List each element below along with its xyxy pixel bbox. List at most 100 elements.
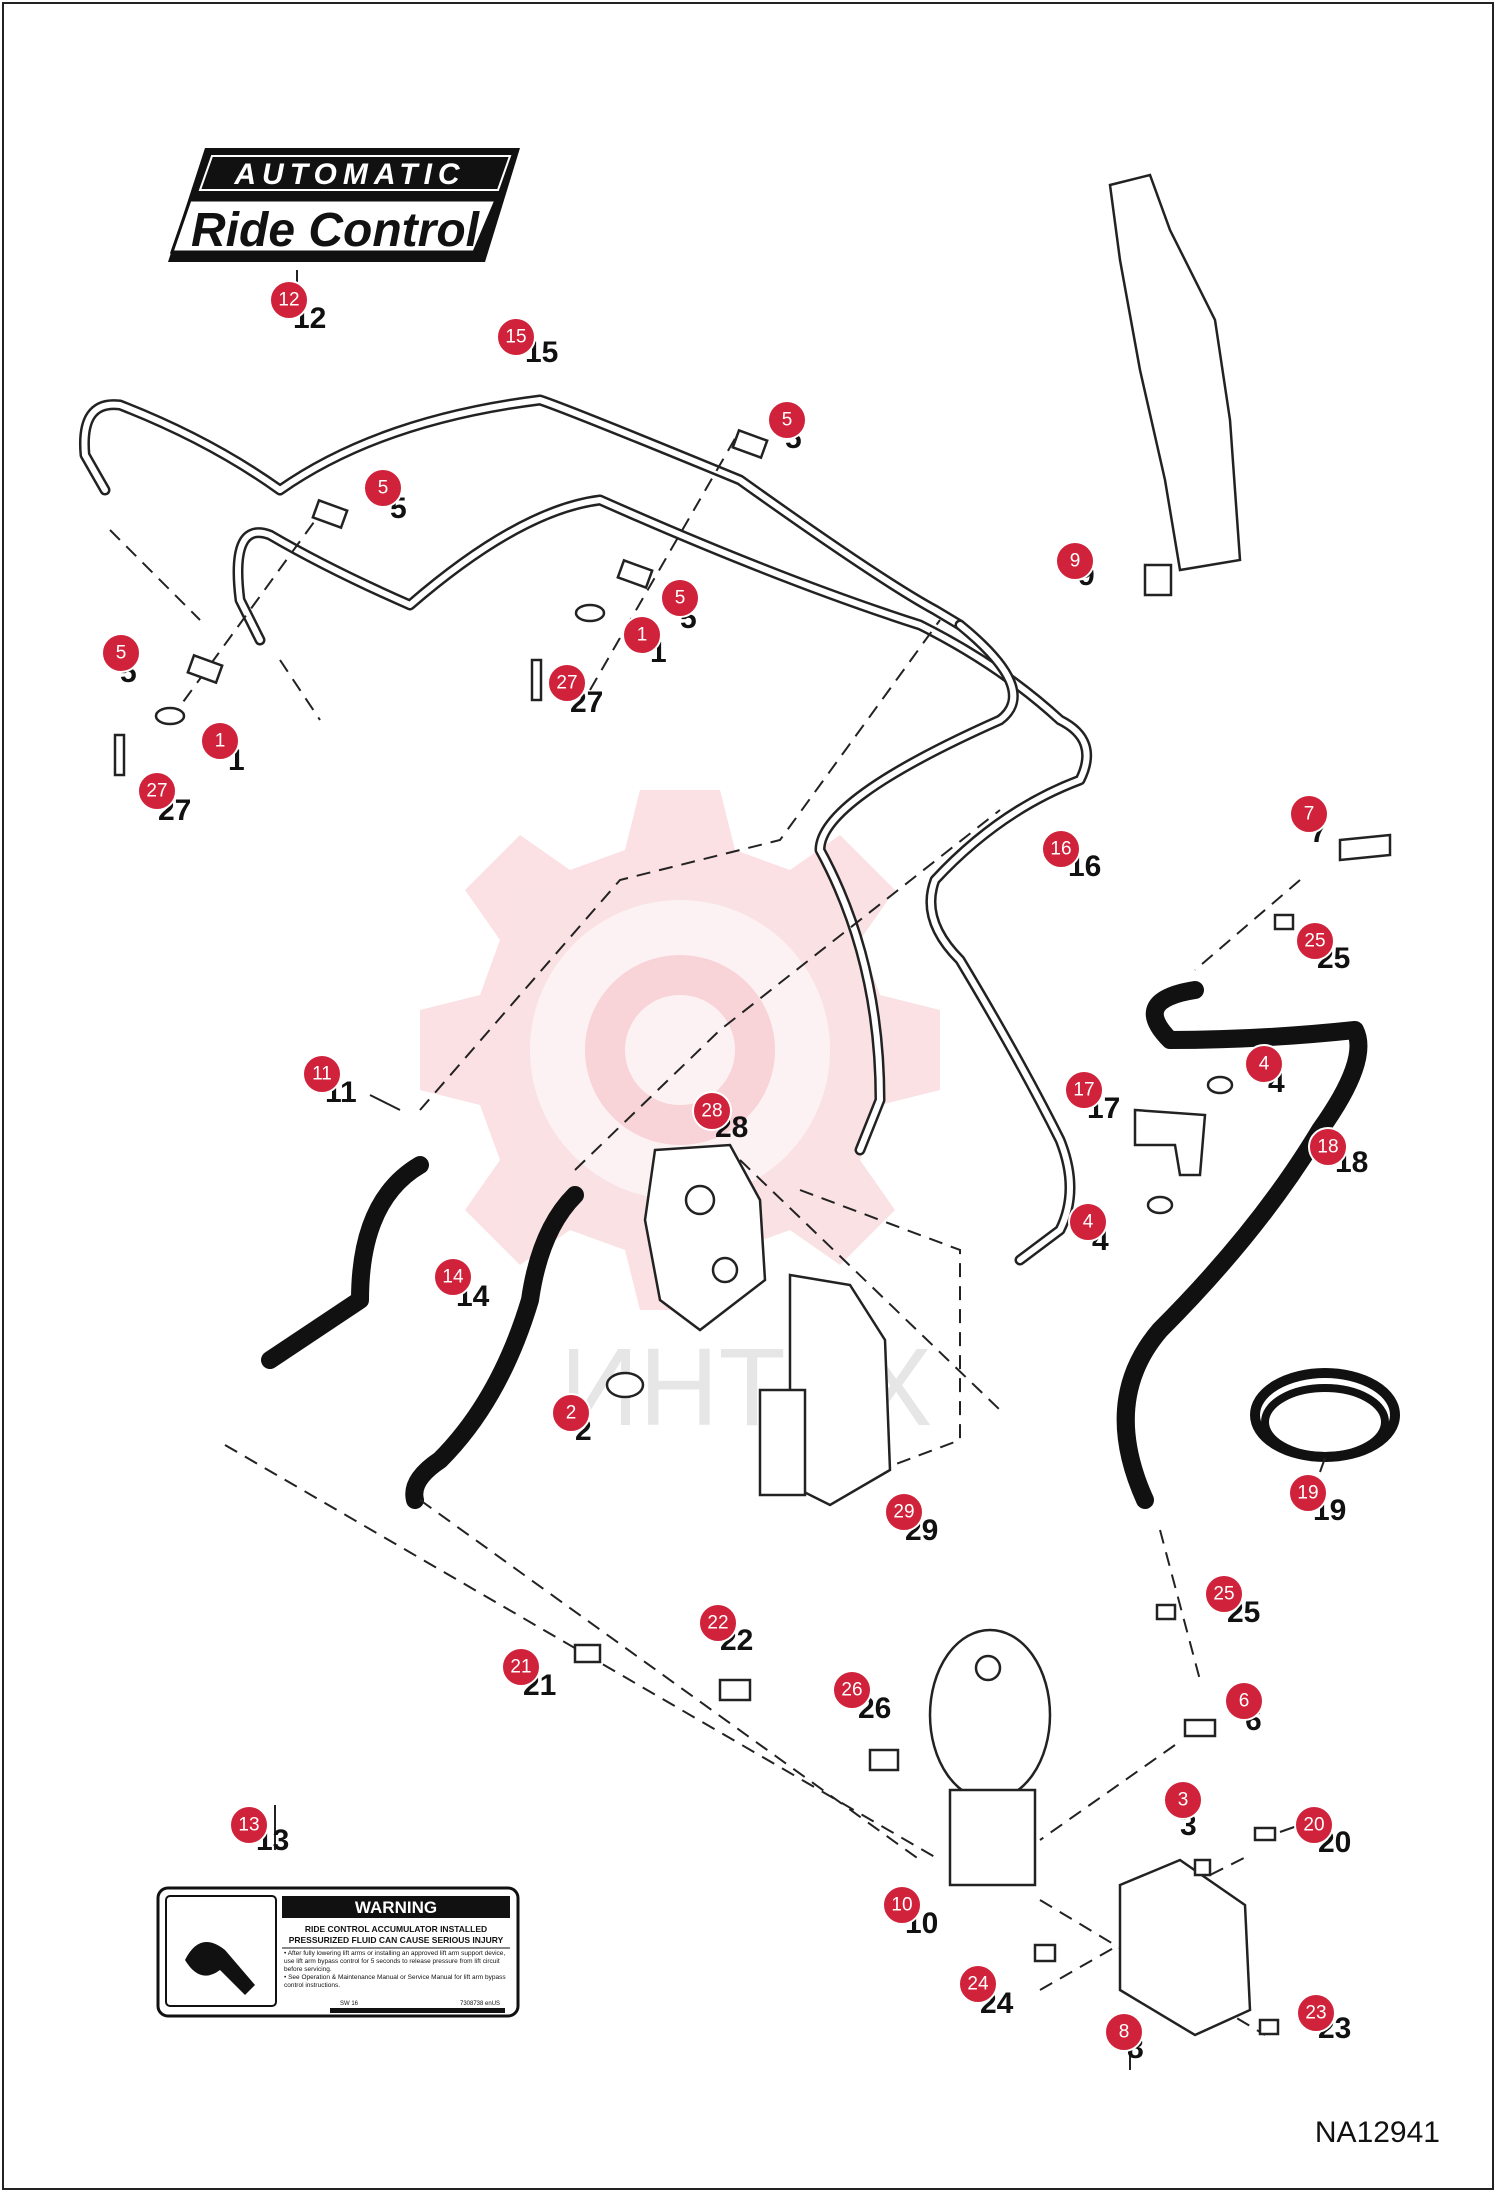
svg-text:21: 21 [510,1657,531,1678]
hose-18 [1116,981,1368,1509]
svg-text:29: 29 [893,1502,914,1523]
warning-header: WARNING [355,1898,437,1917]
svg-text:8: 8 [1119,2022,1130,2043]
callout-27b[interactable]: 27 [137,771,177,811]
bracket-8 [1118,1858,1252,2037]
svg-text:5: 5 [378,478,389,499]
warning-title-1: RIDE CONTROL ACCUMULATOR INSTALLED [305,1924,487,1934]
hose-11 [261,1156,429,1369]
hose-14 [405,1186,584,1509]
svg-text:17: 17 [1073,1080,1094,1101]
svg-text:18: 18 [1317,1137,1338,1158]
svg-text:20: 20 [1303,1815,1324,1836]
svg-text:12: 12 [278,290,299,311]
callout-11[interactable]: 11 [302,1054,342,1094]
logo-line2: Ride Control [191,204,481,257]
barcode [330,2008,505,2013]
svg-text:5: 5 [116,643,127,664]
svg-text:23: 23 [1305,2003,1326,2024]
warning-bullet-1: • After fully lowering lift arms or inst… [284,1950,506,1973]
callout-20[interactable]: 20 [1294,1805,1334,1845]
callout-18[interactable]: 18 [1308,1127,1348,1167]
callout-23[interactable]: 23 [1296,1993,1336,2033]
tube-15-lower [814,619,1019,1156]
svg-text:6: 6 [1239,1691,1250,1712]
warning-footer-right: 7308738 enUS [460,2001,500,2007]
valve-29 [758,1273,892,1507]
watermark-gear [420,790,940,1310]
small-fittings [113,428,1392,2036]
bracket-part-9 [1108,173,1242,597]
callout-13[interactable]: 13 [229,1805,269,1845]
callout-24[interactable]: 24 [958,1964,998,2004]
svg-text:11: 11 [312,1064,332,1085]
callout-5d[interactable]: 5 [101,633,141,673]
svg-text:5: 5 [675,588,686,609]
hose-coil-19 [1250,1368,1400,1462]
callout-22[interactable]: 22 [698,1603,738,1643]
svg-text:26: 26 [841,1680,862,1701]
svg-text:19: 19 [1297,1483,1318,1504]
svg-text:5: 5 [782,410,793,431]
callout-19[interactable]: 19 [1288,1473,1328,1513]
warning-bullet-2: • See Operation & Maintenance Manual or … [284,1974,506,1989]
hand-spray-icon [185,1942,255,1995]
svg-text:7: 7 [1304,804,1315,825]
drawing-id: NA12941 [1315,2116,1440,2149]
warning-title-2: PRESSURIZED FLUID CAN CAUSE SERIOUS INJU… [289,1935,504,1945]
callout-12[interactable]: 12 [269,280,309,320]
callout-3[interactable]: 3 [1163,1780,1203,1820]
callout-27a[interactable]: 27 [547,663,587,703]
accumulator-10 [928,1628,1052,1887]
callout-2[interactable]: 2 [551,1393,591,1433]
svg-text:15: 15 [505,327,526,348]
svg-text:2: 2 [566,1403,577,1424]
bracket-17 [1133,1108,1207,1177]
callout-29[interactable]: 29 [884,1492,924,1532]
callout-10[interactable]: 10 [882,1885,922,1925]
callout-26[interactable]: 26 [832,1670,872,1710]
ride-control-logo: AUTOMATIC Ride Control [168,148,520,262]
callout-16[interactable]: 16 [1041,829,1081,869]
svg-text:4: 4 [1083,1212,1094,1233]
callout-bubbles: 12 15 5 5 5 5 9 1 1 27 27 16 7 25 11 28 … [101,280,1348,2052]
callout-4a[interactable]: 4 [1244,1044,1284,1084]
callout-25b[interactable]: 25 [1204,1574,1244,1614]
callout-17[interactable]: 17 [1064,1070,1104,1110]
callout-8[interactable]: 8 [1104,2012,1144,2052]
callout-15[interactable]: 15 [496,317,536,357]
callout-25a[interactable]: 25 [1295,921,1335,961]
svg-text:16: 16 [1050,839,1071,860]
callout-9[interactable]: 9 [1055,541,1095,581]
callout-21[interactable]: 21 [501,1647,541,1687]
svg-text:10: 10 [891,1895,912,1916]
callout-4b[interactable]: 4 [1068,1202,1108,1242]
svg-text:1: 1 [215,731,226,752]
svg-text:9: 9 [1070,551,1081,572]
svg-text:4: 4 [1259,1054,1270,1075]
callout-1b[interactable]: 1 [200,721,240,761]
svg-text:13: 13 [238,1815,259,1836]
callout-14[interactable]: 14 [433,1257,473,1297]
callout-1a[interactable]: 1 [622,615,662,655]
svg-text:27: 27 [146,781,167,802]
callout-6[interactable]: 6 [1224,1681,1264,1721]
svg-text:3: 3 [1178,1790,1189,1811]
svg-text:25: 25 [1213,1584,1234,1605]
tube-15 [78,394,966,631]
svg-text:27: 27 [556,673,577,694]
logo-line1: AUTOMATIC [233,158,465,191]
svg-text:22: 22 [707,1613,728,1634]
callout-5b[interactable]: 5 [363,468,403,508]
callout-5c[interactable]: 5 [660,578,700,618]
callout-7[interactable]: 7 [1289,794,1329,834]
valve-28 [643,1143,767,1332]
svg-text:1: 1 [637,625,648,646]
svg-text:24: 24 [967,1974,989,1995]
svg-text:28: 28 [701,1101,722,1122]
callout-28[interactable]: 28 [692,1091,732,1131]
callout-5a[interactable]: 5 [767,400,807,440]
